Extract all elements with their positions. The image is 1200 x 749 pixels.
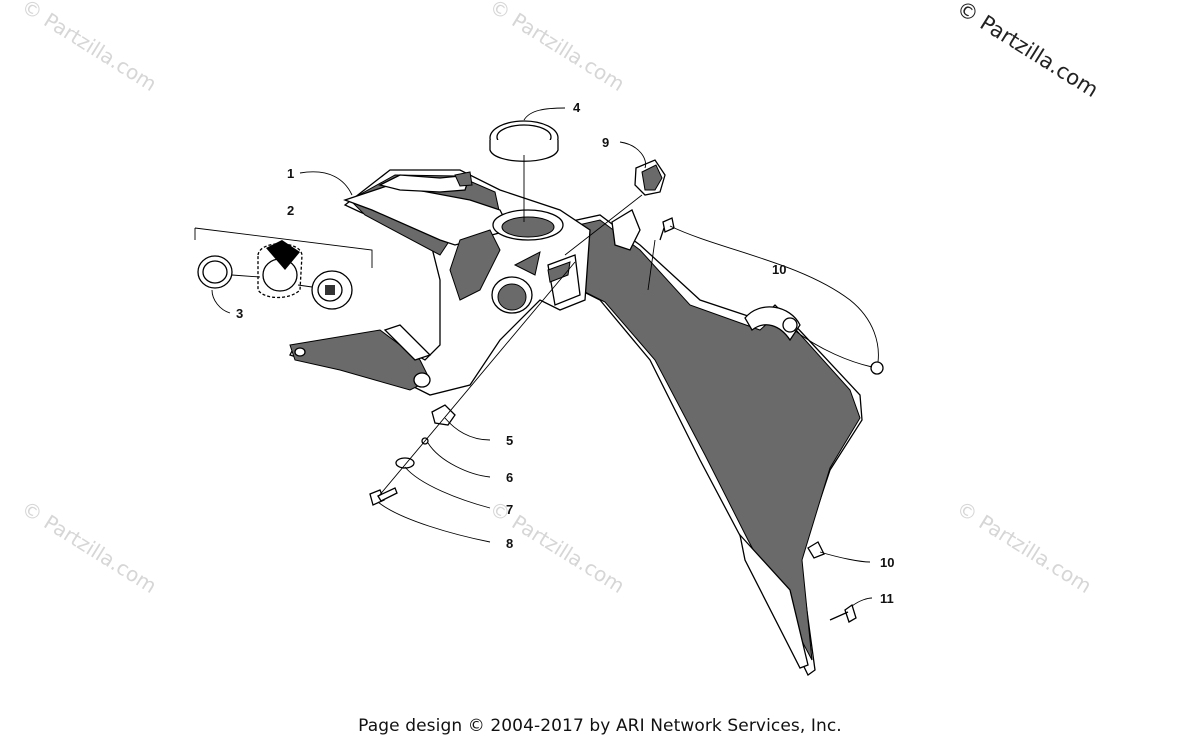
knob [634, 159, 666, 196]
callout-3: 3 [236, 306, 243, 321]
callout-10-top: 10 [772, 262, 786, 277]
callout-8: 8 [506, 536, 513, 551]
watermark-bottom-right: © Partzilla.com [952, 496, 1096, 598]
callout-9: 9 [602, 135, 609, 150]
callout-5: 5 [506, 433, 513, 448]
callout-6: 6 [506, 470, 513, 485]
watermark-top-center: © Partzilla.com [485, 0, 629, 96]
leader-lines [211, 107, 879, 607]
hardware [369, 261, 576, 506]
watermark-top-left: © Partzilla.com [17, 0, 161, 96]
watermark-corner: © Partzilla.com [952, 0, 1102, 102]
callout-11: 11 [880, 591, 894, 606]
watermark-bottom-left: © Partzilla.com [17, 496, 161, 598]
side-panel [539, 209, 863, 676]
fasteners [659, 217, 884, 623]
console-housing [289, 169, 591, 396]
callout-1: 1 [287, 166, 294, 181]
switch-assembly [194, 227, 373, 310]
callout-10-bottom: 10 [880, 555, 894, 570]
footer-copyright: Page design © 2004-2017 by ARI Network S… [358, 716, 842, 736]
callout-4: 4 [573, 100, 581, 115]
gauge-ring [489, 120, 559, 162]
callout-2: 2 [287, 203, 294, 218]
callout-labels: 1 2 3 4 5 6 7 8 9 10 10 11 [236, 100, 894, 606]
callout-7: 7 [506, 502, 513, 517]
